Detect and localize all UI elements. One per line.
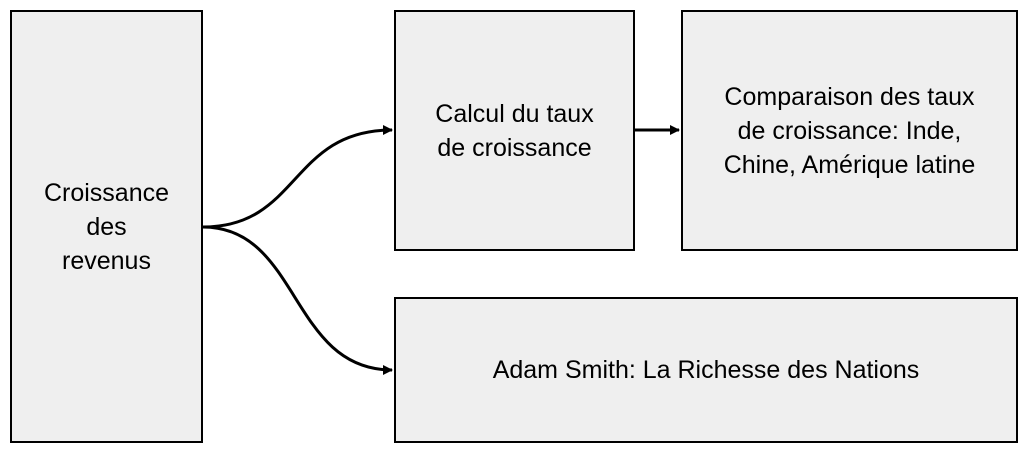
node-adam-smith: Adam Smith: La Richesse des Nations xyxy=(394,297,1018,443)
node-root-label: Croissance des revenus xyxy=(43,178,170,275)
node-calcul-du-taux: Calcul du taux de croissance xyxy=(394,10,635,251)
edge-root-to-smith xyxy=(202,225,393,375)
node-croissance-des-revenus: Croissance des revenus xyxy=(10,10,203,443)
node-smith-label: Adam Smith: La Richesse des Nations xyxy=(492,356,920,384)
node-calc-label: Calcul du taux de croissance xyxy=(435,99,594,162)
node-comp-label: Comparaison des taux de croissance: Inde… xyxy=(723,82,976,179)
node-comparaison-des-taux: Comparaison des taux de croissance: Inde… xyxy=(681,10,1018,251)
edge-root-to-calc xyxy=(202,125,393,229)
